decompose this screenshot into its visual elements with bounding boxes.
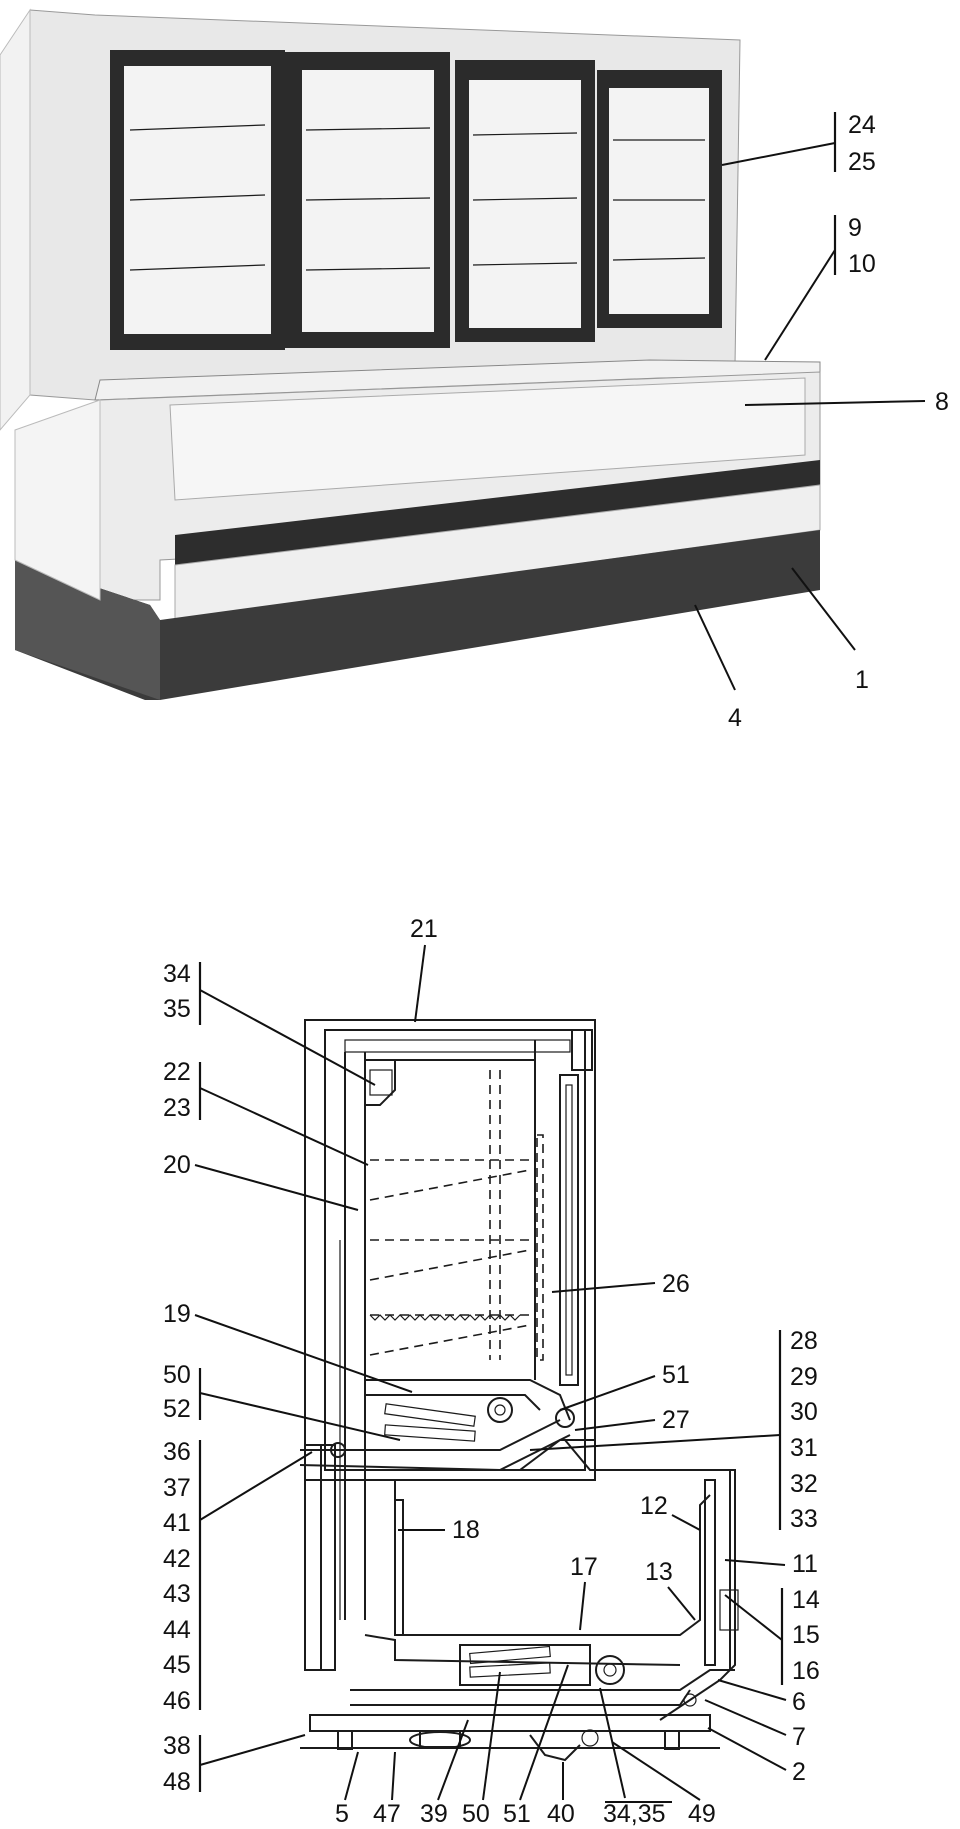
label-42: 42 (163, 1545, 191, 1573)
label-24: 24 (848, 111, 876, 139)
section-callouts-left: 34 35 22 23 20 19 50 52 36 37 41 42 43 4… (163, 960, 413, 1796)
label-51-right: 51 (662, 1361, 690, 1389)
label-14: 14 (792, 1586, 820, 1614)
label-17: 17 (570, 1553, 598, 1581)
label-50-bottom: 50 (462, 1800, 490, 1828)
label-23: 23 (163, 1094, 191, 1122)
label-33: 33 (790, 1505, 818, 1533)
label-11: 11 (792, 1550, 818, 1578)
label-22: 22 (163, 1058, 191, 1086)
label-41: 41 (163, 1509, 191, 1537)
label-38: 38 (163, 1732, 191, 1760)
lower-chest (300, 1439, 739, 1762)
upper-evaporator-duct (299, 1379, 596, 1472)
label-39: 39 (420, 1800, 448, 1828)
freezer-perspective-view: 24 25 9 10 8 1 4 (0, 8, 949, 732)
door-glass-3 (469, 80, 581, 328)
label-47: 47 (373, 1800, 401, 1828)
label-28: 28 (790, 1327, 818, 1355)
label-43: 43 (163, 1580, 191, 1608)
label-34-top: 34 (163, 960, 191, 988)
label-44: 44 (163, 1616, 191, 1644)
label-12: 12 (640, 1492, 668, 1520)
label-9: 9 (848, 214, 862, 242)
label-18: 18 (452, 1516, 480, 1544)
door-glass-1 (124, 66, 271, 334)
freezer-cross-section: 34 35 22 23 20 19 50 52 36 37 41 42 43 4… (163, 915, 820, 1828)
label-19: 19 (163, 1300, 191, 1328)
chest-dark-strip (175, 460, 820, 565)
left-pipe-column (304, 1240, 346, 1671)
label-25: 25 (848, 148, 876, 176)
label-6: 6 (792, 1688, 806, 1716)
door-glass-4 (609, 88, 709, 314)
label-10: 10 (848, 250, 876, 278)
plinth-base (15, 530, 820, 700)
door-glass-2 (302, 70, 434, 332)
chest-left-side (14, 399, 101, 601)
label-49: 49 (688, 1800, 716, 1828)
label-16: 16 (792, 1657, 820, 1685)
label-37: 37 (163, 1474, 191, 1502)
label-50-left: 50 (163, 1361, 191, 1389)
label-26: 26 (662, 1270, 690, 1298)
label-52: 52 (163, 1395, 191, 1423)
section-callouts-bottom: 5 47 39 50 51 40 34,35 49 (335, 1664, 716, 1828)
section-callouts-right: 21 26 51 27 28 29 30 31 32 33 18 12 11 1… (398, 915, 820, 1786)
label-21: 21 (410, 915, 438, 943)
label-4: 4 (728, 704, 742, 732)
label-20: 20 (163, 1151, 191, 1179)
label-34-35-bottom: 34,35 (603, 1800, 666, 1828)
label-5: 5 (335, 1800, 349, 1828)
label-51-bottom: 51 (503, 1800, 531, 1828)
label-48: 48 (163, 1768, 191, 1796)
label-1: 1 (855, 666, 869, 694)
label-13: 13 (645, 1558, 673, 1586)
upper-shelves (369, 1070, 544, 1361)
tower-casing (304, 1019, 596, 1620)
label-45: 45 (163, 1651, 191, 1679)
label-35-top: 35 (163, 995, 191, 1023)
label-2: 2 (792, 1758, 806, 1786)
label-36: 36 (163, 1438, 191, 1466)
label-32: 32 (790, 1470, 818, 1498)
label-15: 15 (792, 1621, 820, 1649)
top-callouts: 24 25 9 10 8 1 4 (694, 111, 949, 732)
label-30: 30 (790, 1398, 818, 1426)
label-27: 27 (662, 1406, 690, 1434)
plinth-base-left (15, 560, 160, 700)
label-31: 31 (790, 1434, 818, 1462)
chest-glass-panel (169, 377, 806, 501)
label-8: 8 (935, 388, 949, 416)
label-40: 40 (547, 1800, 575, 1828)
label-29: 29 (790, 1363, 818, 1391)
label-7: 7 (792, 1723, 806, 1751)
glass-doors (110, 50, 722, 350)
upper-cabinet-side (0, 8, 31, 431)
label-46: 46 (163, 1687, 191, 1715)
